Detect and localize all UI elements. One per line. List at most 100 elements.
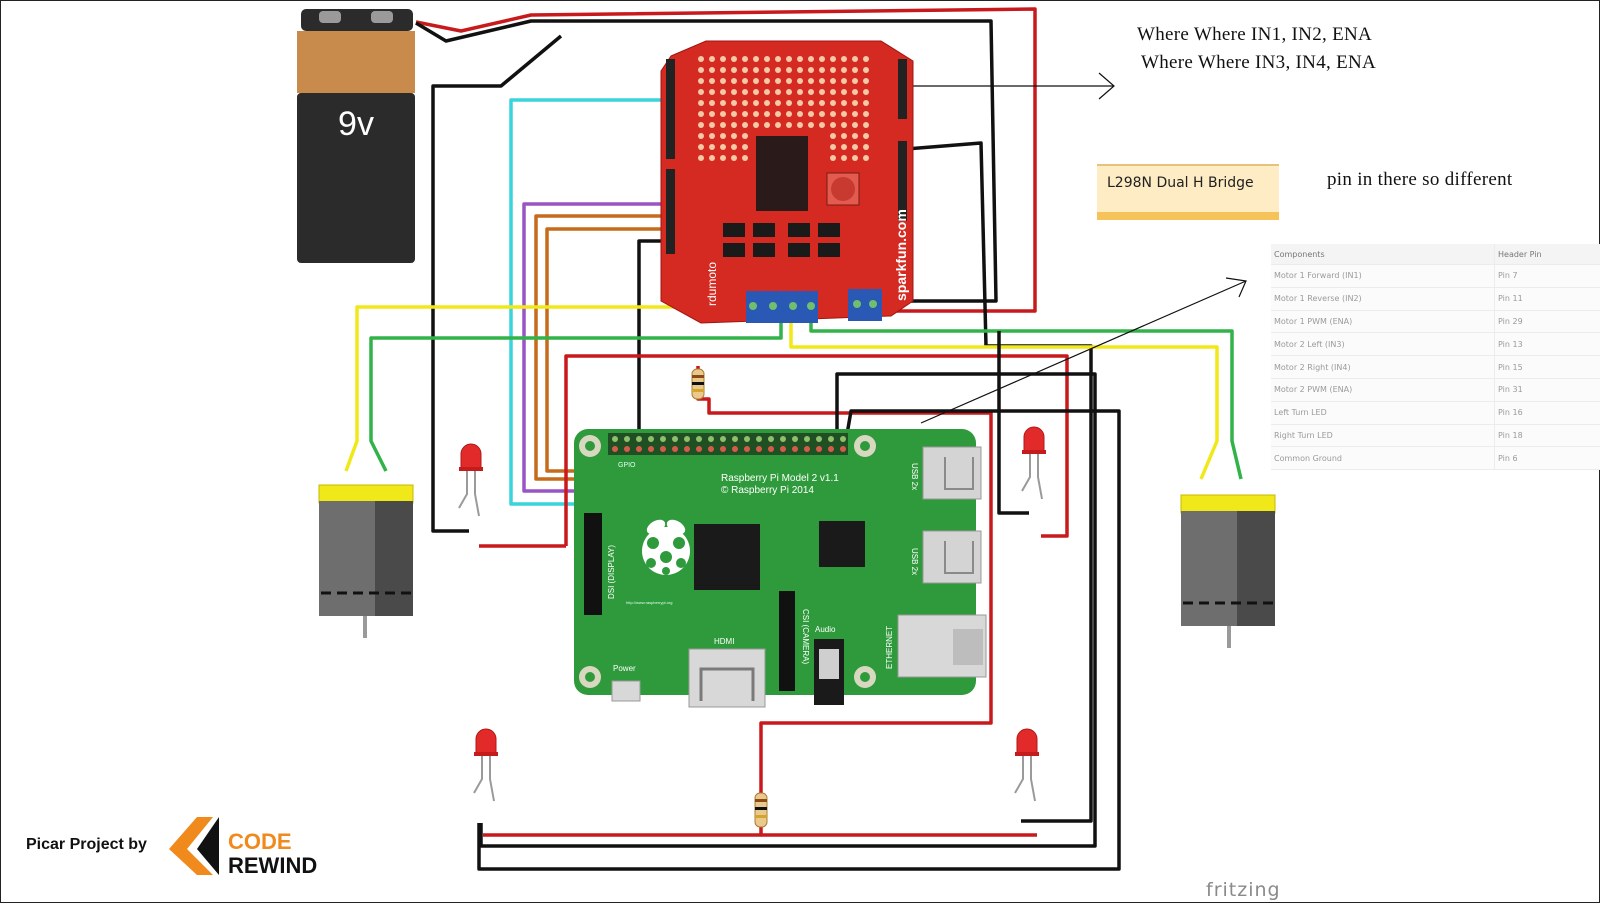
table-cell-pin: Pin 6 (1495, 447, 1600, 470)
pi-gpio-header (608, 433, 848, 455)
shield-power-terminal (848, 289, 882, 321)
wire-black-left (433, 36, 561, 531)
proto-hole (830, 78, 836, 84)
pi-usb1-label: USB 2x (910, 463, 919, 490)
annotation-line2: Where Where IN3, IN4, ENA (1141, 52, 1376, 74)
pi-ethernet-socket (953, 629, 983, 665)
proto-hole (863, 67, 869, 73)
proto-hole (720, 67, 726, 73)
gpio-pin (732, 446, 738, 452)
screw (853, 300, 861, 308)
mount-hole-center (860, 441, 870, 451)
gpio-pin (660, 436, 666, 442)
proto-hole (841, 100, 847, 106)
proto-hole (709, 155, 715, 161)
proto-hole (753, 89, 759, 95)
led-dome (1024, 427, 1044, 451)
table-cell-pin: Pin 11 (1495, 287, 1600, 310)
proto-hole (764, 122, 770, 128)
motor-left-highlight (375, 501, 413, 616)
proto-hole (830, 155, 836, 161)
proto-hole (731, 56, 737, 62)
proto-hole (742, 122, 748, 128)
led-leg (475, 471, 479, 516)
proto-hole (863, 56, 869, 62)
proto-hole (841, 144, 847, 150)
proto-hole (863, 122, 869, 128)
proto-hole (731, 155, 737, 161)
table-cell-component: Left Turn LED (1271, 401, 1495, 424)
gpio-pin (756, 436, 762, 442)
led-leg (1022, 454, 1030, 491)
proto-hole (808, 56, 814, 62)
proto-hole (819, 56, 825, 62)
gpio-pin (816, 436, 822, 442)
battery-top (297, 31, 415, 93)
pi-usb-chip (819, 521, 865, 567)
table-cell-pin: Pin 13 (1495, 333, 1600, 356)
proto-hole (852, 144, 858, 150)
proto-hole (830, 144, 836, 150)
gpio-pin (708, 446, 714, 452)
proto-hole (742, 100, 748, 106)
proto-hole (709, 100, 715, 106)
table-cell-pin: Pin 7 (1495, 265, 1600, 288)
proto-hole (731, 67, 737, 73)
proto-hole (775, 122, 781, 128)
pin-table-header-row: Components Header Pin (1271, 244, 1600, 265)
proto-hole (863, 155, 869, 161)
proto-hole (709, 78, 715, 84)
gpio-pin (828, 436, 834, 442)
gpio-pin (744, 446, 750, 452)
gpio-pin (840, 436, 846, 442)
motor-left (319, 485, 413, 638)
led-dome (461, 444, 481, 468)
proto-hole (786, 100, 792, 106)
proto-hole (742, 155, 748, 161)
proto-hole (764, 56, 770, 62)
gpio-pin (804, 446, 810, 452)
proto-hole (698, 78, 704, 84)
led-leg (1038, 454, 1042, 499)
annotation-line1: Where Where IN1, IN2, ENA (1137, 24, 1372, 46)
mosfet (753, 223, 775, 237)
proto-hole (863, 144, 869, 150)
shield-capacitor-top (831, 177, 855, 201)
fritzing-watermark: fritzing (1206, 879, 1281, 901)
proto-hole (797, 56, 803, 62)
proto-hole (720, 144, 726, 150)
proto-hole (841, 111, 847, 117)
proto-hole (753, 122, 759, 128)
code-rewind-logo: CODE REWIND (169, 817, 317, 878)
pin-table: Components Header Pin Motor 1 Forward (I… (1271, 244, 1600, 470)
raspberry-pi: GPIO Raspberry Pi Model 2 v1.1 © Raspber… (574, 429, 986, 707)
pi-csi-label: CSI (CAMERA) (801, 609, 810, 664)
gpio-pin (780, 436, 786, 442)
shield-motor-driver-chip (756, 136, 808, 211)
arrows (906, 73, 1246, 423)
led-leg (490, 756, 494, 801)
proto-hole (863, 89, 869, 95)
battery-label: 9v (338, 105, 374, 143)
proto-hole (830, 67, 836, 73)
proto-hole (797, 100, 803, 106)
proto-hole (709, 144, 715, 150)
proto-hole (797, 78, 803, 84)
proto-hole (797, 122, 803, 128)
pi-soc-chip (694, 524, 760, 590)
shield-brand: sparkfun.com (893, 209, 909, 301)
table-cell-component: Motor 1 Reverse (IN2) (1271, 287, 1495, 310)
gpio-pin (768, 446, 774, 452)
sticky-note-label: L298N Dual H Bridge (1107, 175, 1254, 191)
led-leg (474, 756, 482, 793)
screw (789, 302, 797, 310)
proto-hole (698, 100, 704, 106)
proto-hole (852, 155, 858, 161)
proto-hole (852, 111, 858, 117)
proto-hole (830, 89, 836, 95)
proto-hole (830, 133, 836, 139)
proto-hole (764, 67, 770, 73)
gpio-pin (780, 446, 786, 452)
